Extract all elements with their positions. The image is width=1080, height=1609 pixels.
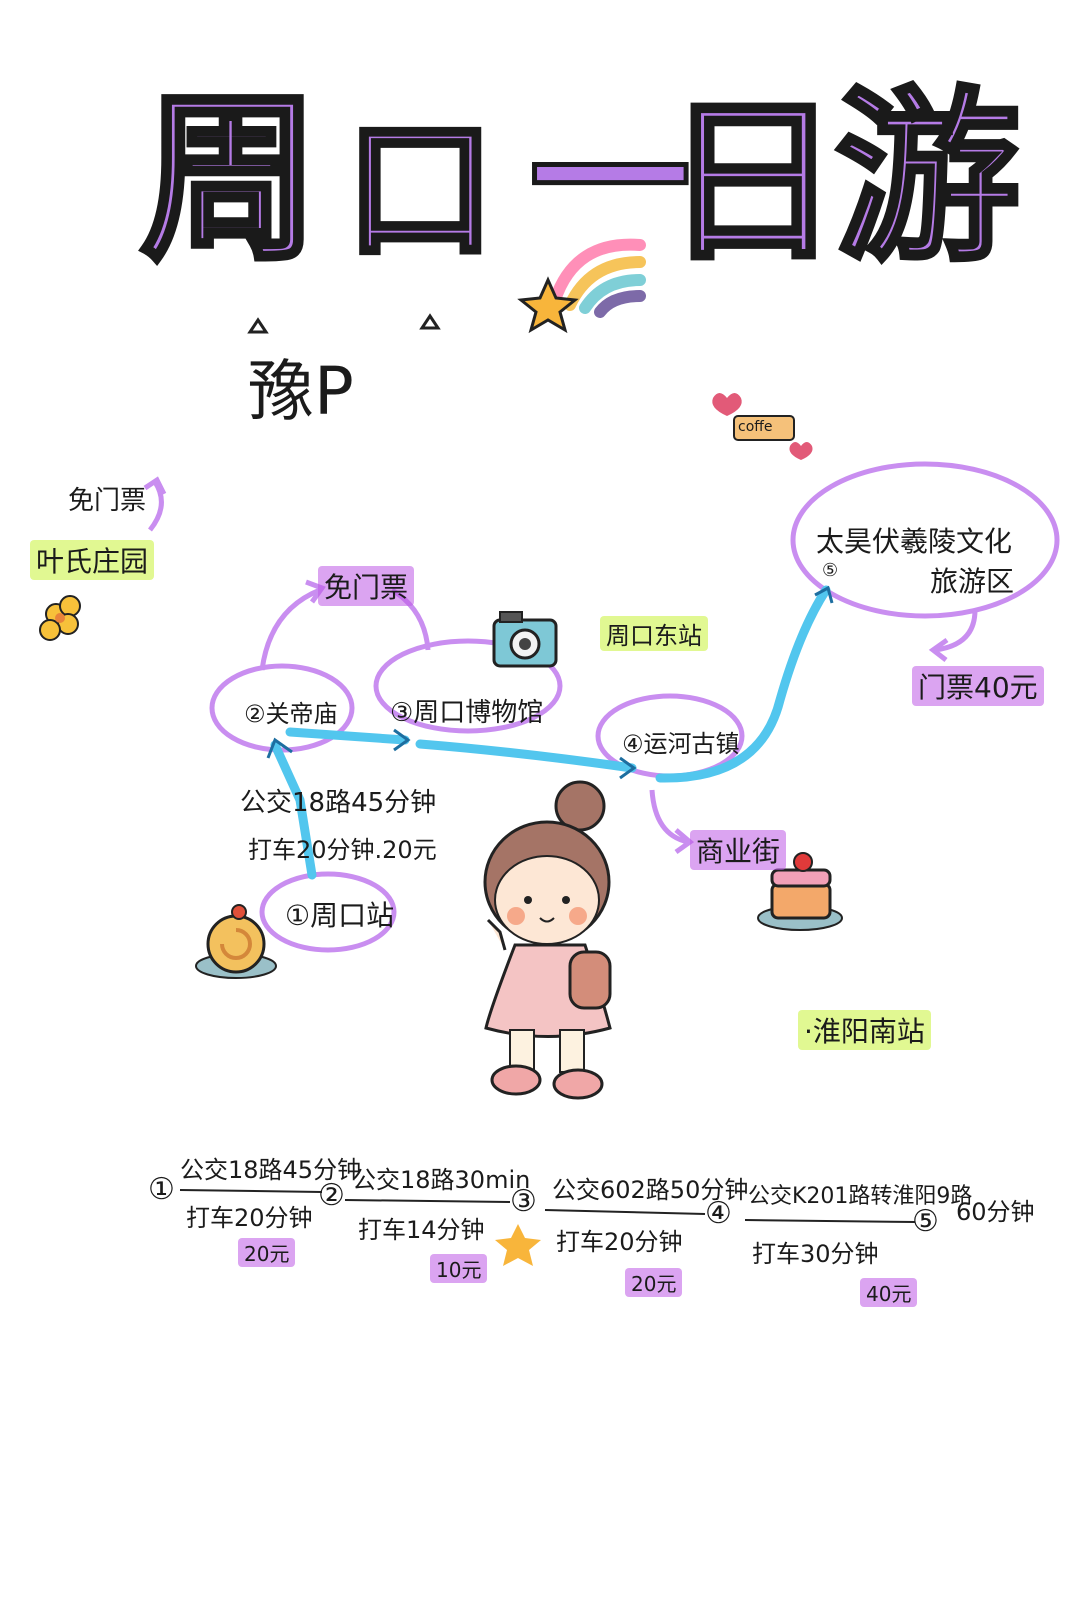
coffee-sign: coffe bbox=[738, 419, 773, 435]
title-char-2: 口 bbox=[342, 102, 497, 278]
rainbow-icon bbox=[517, 238, 646, 334]
ticket-40-label: 门票40元 bbox=[912, 666, 1044, 706]
route-bus-label: 公交18路45分钟 bbox=[240, 788, 437, 818]
title-char-3: 一 bbox=[527, 86, 692, 274]
heart-icon bbox=[789, 442, 813, 460]
segment-2-top: 公交18路30min bbox=[352, 1166, 531, 1194]
heart-icon bbox=[712, 393, 742, 416]
segment-2-price: 10元 bbox=[430, 1254, 488, 1283]
route-node-1: ① bbox=[148, 1172, 175, 1207]
stop-zhoukou-station: ①周口站 bbox=[285, 899, 395, 932]
title-char-5: 游 bbox=[833, 68, 1023, 286]
stop-canal-town: ④运河古镇 bbox=[622, 730, 740, 758]
stop-fuxi-line1: 太昊伏羲陵文化 bbox=[816, 525, 1013, 558]
girl-illustration bbox=[483, 780, 612, 1100]
route-node-5: ⑤ bbox=[912, 1204, 939, 1239]
yelv-garden-label: 叶氏庄园 bbox=[30, 540, 155, 580]
segment-1-top: 公交18路45分钟 bbox=[180, 1156, 362, 1184]
segment-3-top: 公交602路50分钟 bbox=[552, 1176, 749, 1204]
stop-fuxi-number: ⑤ bbox=[822, 560, 839, 581]
segment-4-top: 公交K201路转淮阳9路 bbox=[748, 1184, 973, 1209]
segment-2-bottom: 打车14分钟 bbox=[358, 1216, 485, 1244]
stop-zhoukou-museum: ③周口博物馆 bbox=[390, 698, 544, 728]
segment-3-bottom: 打车20分钟 bbox=[556, 1228, 683, 1256]
route-node-2: ② bbox=[318, 1178, 345, 1213]
stop-fuxi-line2: 旅游区 bbox=[930, 565, 1015, 598]
camera-icon bbox=[492, 611, 558, 668]
segment-1-price: 20元 bbox=[238, 1238, 296, 1267]
zhoukou-east-station: 周口东站 bbox=[600, 616, 708, 651]
route-node-4: ④ bbox=[705, 1196, 732, 1231]
star-icon bbox=[517, 276, 579, 334]
huaiyang-south-station: ·淮阳南站 bbox=[798, 1010, 931, 1050]
cake-icon bbox=[757, 852, 843, 931]
segment-tail: 60分钟 bbox=[956, 1198, 1035, 1226]
free-ticket-label: 免门票 bbox=[318, 566, 415, 606]
yelv-ticket-label: 免门票 bbox=[68, 486, 147, 516]
stop-guandi-temple: ②关帝庙 bbox=[244, 700, 338, 728]
segment-4-price: 40元 bbox=[860, 1278, 918, 1307]
title-char-4: 日 bbox=[663, 80, 843, 285]
title-char-1: 周 bbox=[137, 74, 322, 285]
subtitle: 豫P bbox=[248, 353, 354, 430]
segment-4-bottom: 打车30分钟 bbox=[752, 1240, 879, 1268]
route-node-3: ③ bbox=[510, 1184, 537, 1219]
star-icon bbox=[495, 1224, 541, 1266]
route-taxi-label: 打车20分钟.20元 bbox=[248, 836, 437, 864]
segment-1-bottom: 打车20分钟 bbox=[186, 1204, 313, 1232]
segment-3-price: 20元 bbox=[625, 1268, 683, 1297]
commercial-street-label: 商业街 bbox=[690, 830, 787, 870]
flower-icon bbox=[39, 595, 81, 641]
snail-roll-icon bbox=[195, 904, 277, 979]
